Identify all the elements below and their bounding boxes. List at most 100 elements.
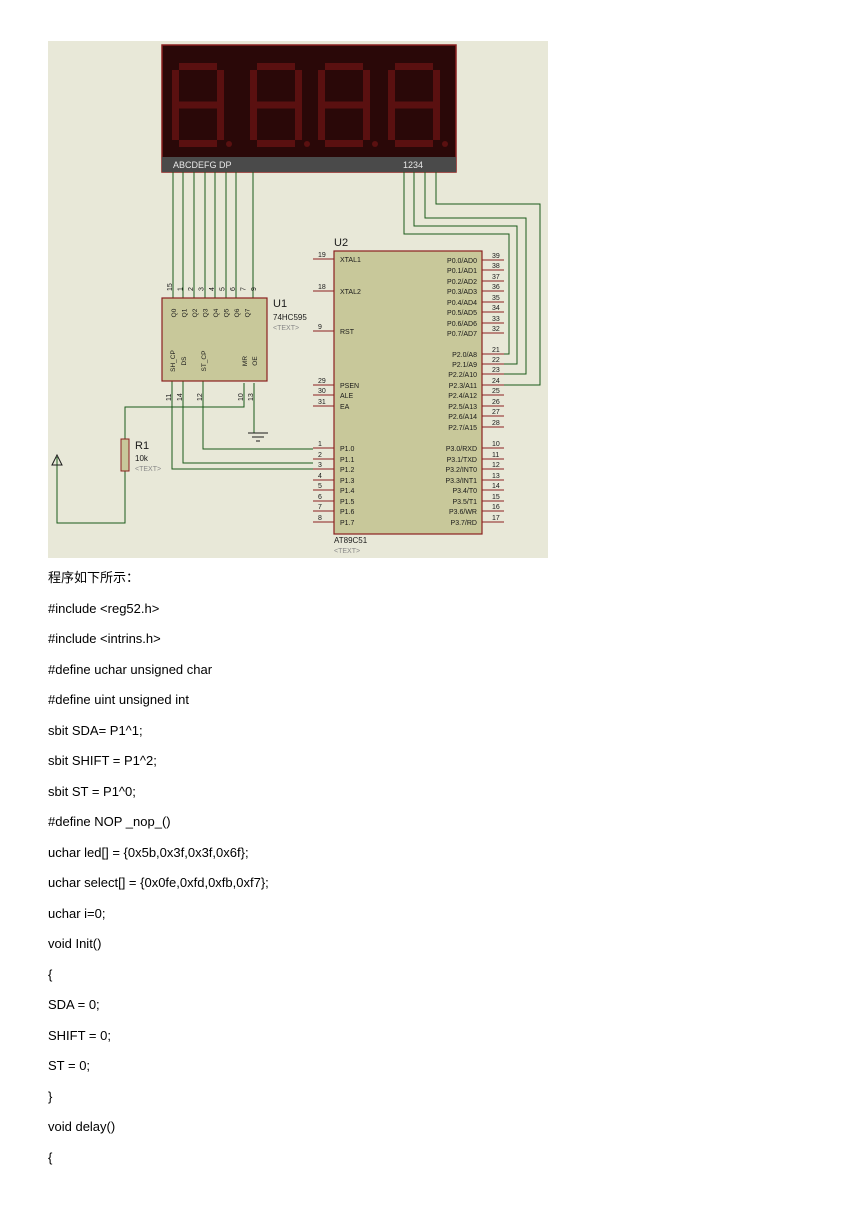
u2-right-pin-label: P2.7/A15 — [448, 425, 477, 432]
r1-ref: R1 — [135, 440, 149, 452]
u2-chip: U2 AT89C51 <TEXT> 19XTAL118XTAL29RST29PS… — [313, 237, 504, 555]
u1-top-pin-label: Q4 — [213, 308, 220, 317]
u2-right-pin-number: 22 — [492, 357, 500, 364]
u2-right-pin-number: 35 — [492, 295, 500, 302]
code-line: { — [48, 966, 53, 982]
u2-right-pin-label: P3.5/T1 — [452, 499, 477, 506]
u1-top-pin-label: Q7 — [245, 308, 252, 317]
u1-top-pin-number: 15 — [167, 283, 174, 291]
u1-bottom-pin-label: DS — [181, 356, 188, 366]
u1-top-pin-label: Q3 — [203, 308, 210, 317]
u2-right-pin-number: 15 — [492, 494, 500, 501]
code-line: #include <reg52.h> — [48, 600, 160, 616]
u1-bottom-pin-number: 14 — [177, 393, 184, 401]
u1-top-pin-number: 6 — [230, 287, 237, 291]
u2-right-pin-number: 21 — [492, 347, 500, 354]
r1-text-tag: <TEXT> — [135, 466, 161, 473]
u1-bottom-pin-number: 12 — [197, 393, 204, 401]
u2-right-pin-number: 32 — [492, 326, 500, 333]
u1-top-pin-number: 9 — [251, 287, 258, 291]
u2-right-pin-number: 17 — [492, 515, 500, 522]
u2-right-pin-number: 33 — [492, 316, 500, 323]
code-line: SDA = 0; — [48, 997, 100, 1012]
u2-left-pin-label: XTAL2 — [340, 289, 361, 296]
u2-right-pin-number: 23 — [492, 367, 500, 374]
u2-right-pin-number: 24 — [492, 378, 500, 385]
r1-value: 10k — [135, 454, 149, 463]
u2-right-pin-number: 34 — [492, 305, 500, 312]
r1-resistor: R1 10k <TEXT> — [120, 438, 161, 473]
code-line: uchar led[] = {0x5b,0x3f,0x3f,0x6f}; — [48, 844, 249, 860]
u2-right-pin-label: P0.3/AD3 — [447, 289, 477, 296]
ground-icon — [248, 432, 268, 442]
u2-right-pin-label: P2.0/A8 — [452, 352, 477, 359]
u1-top-pin-number: 1 — [178, 287, 185, 291]
code-line: { — [48, 1149, 53, 1165]
u2-left-pin-number: 2 — [318, 452, 322, 459]
code-line: #define uint unsigned int — [48, 692, 189, 707]
u2-right-pin-label: P3.7/RD — [451, 520, 477, 527]
code-line: uchar i=0; — [48, 905, 106, 921]
code-line: void Init() — [48, 936, 102, 951]
program-listing: 程序如下所示：#include <reg52.h>#include <intri… — [48, 567, 828, 1177]
code-line: void delay() — [48, 1119, 116, 1134]
u2-right-pin-number: 16 — [492, 504, 500, 511]
u1-text-tag: <TEXT> — [273, 325, 299, 332]
u2-left-pin-label: P1.3 — [340, 478, 355, 485]
u2-right-pin-number: 26 — [492, 399, 500, 406]
u2-right-pin-label: P3.1/TXD — [447, 457, 477, 464]
u2-right-pin-label: P0.7/AD7 — [447, 331, 477, 338]
u2-left-pin-number: 19 — [318, 252, 326, 259]
u2-left-pin-number: 1 — [318, 441, 322, 448]
u2-right-pin-label: P3.6/WR — [449, 509, 477, 516]
u1-ref: U1 — [273, 298, 287, 310]
digit-labels: 1234 — [403, 160, 423, 170]
u2-left-pin-label: EA — [340, 404, 350, 411]
u1-top-pin-label: Q6 — [234, 308, 241, 317]
u2-right-pin-label: P3.0/RXD — [446, 446, 477, 453]
u2-left-pin-label: XTAL1 — [340, 257, 361, 264]
u2-right-pin-label: P2.4/A12 — [448, 393, 477, 400]
u2-right-pin-number: 14 — [492, 483, 500, 490]
u2-right-pin-number: 39 — [492, 253, 500, 260]
u1-bottom-pin-label: ST_CP — [201, 351, 208, 372]
u2-left-pin-label: ALE — [340, 393, 354, 400]
u1-top-pin-label: Q2 — [192, 308, 199, 317]
u2-left-pin-number: 31 — [318, 399, 326, 406]
u2-right-pin-label: P0.2/AD2 — [447, 279, 477, 286]
u1-top-pin-number: 5 — [220, 287, 227, 291]
u2-right-pin-number: 12 — [492, 462, 500, 469]
u2-left-pin-number: 18 — [318, 284, 326, 291]
u2-left-pin-label: RST — [340, 329, 355, 336]
code-line: ST = 0; — [48, 1058, 91, 1073]
circuit-schematic: ABCDEFG DP 1234 U1 — [48, 41, 548, 558]
u2-right-pin-number: 28 — [492, 420, 500, 427]
seven-segment-display: ABCDEFG DP 1234 — [161, 44, 457, 173]
u2-right-pin-number: 10 — [492, 441, 500, 448]
u2-right-pin-label: P3.2/INT0 — [445, 467, 477, 474]
u1-top-pin-number: 4 — [209, 287, 216, 291]
u1-bottom-pin-number: 10 — [238, 393, 245, 401]
power-arrow-icon — [51, 453, 63, 466]
control-wires — [56, 381, 313, 524]
digit-4 — [388, 63, 448, 147]
u2-right-pin-label: P2.2/A10 — [448, 372, 477, 379]
u2-left-pin-number: 9 — [318, 324, 322, 331]
u1-top-pin-label: Q1 — [182, 308, 189, 317]
digit-1 — [172, 63, 232, 147]
segment-wires — [172, 172, 254, 298]
u1-top-pin-label: Q5 — [224, 308, 231, 317]
u1-bottom-pin-label: MR — [242, 356, 249, 366]
u1-part: 74HC595 — [273, 313, 307, 322]
u2-left-pin-number: 3 — [318, 462, 322, 469]
u1-bottom-pin-label: OE — [252, 356, 259, 366]
u2-left-pin-number: 30 — [318, 388, 326, 395]
u1-bottom-pin-label: SH_CP — [170, 350, 177, 372]
u2-left-pin-number: 5 — [318, 483, 322, 490]
digit-2 — [250, 63, 310, 147]
u2-right-pin-label: P2.1/A9 — [452, 362, 477, 369]
u2-right-pin-label: P3.3/INT1 — [445, 478, 477, 485]
u1-chip: U1 74HC595 <TEXT> 15Q01Q12Q23Q34Q45Q56Q6… — [161, 283, 307, 401]
u1-bottom-pin-number: 11 — [166, 394, 173, 401]
u2-right-pin-number: 36 — [492, 284, 500, 291]
